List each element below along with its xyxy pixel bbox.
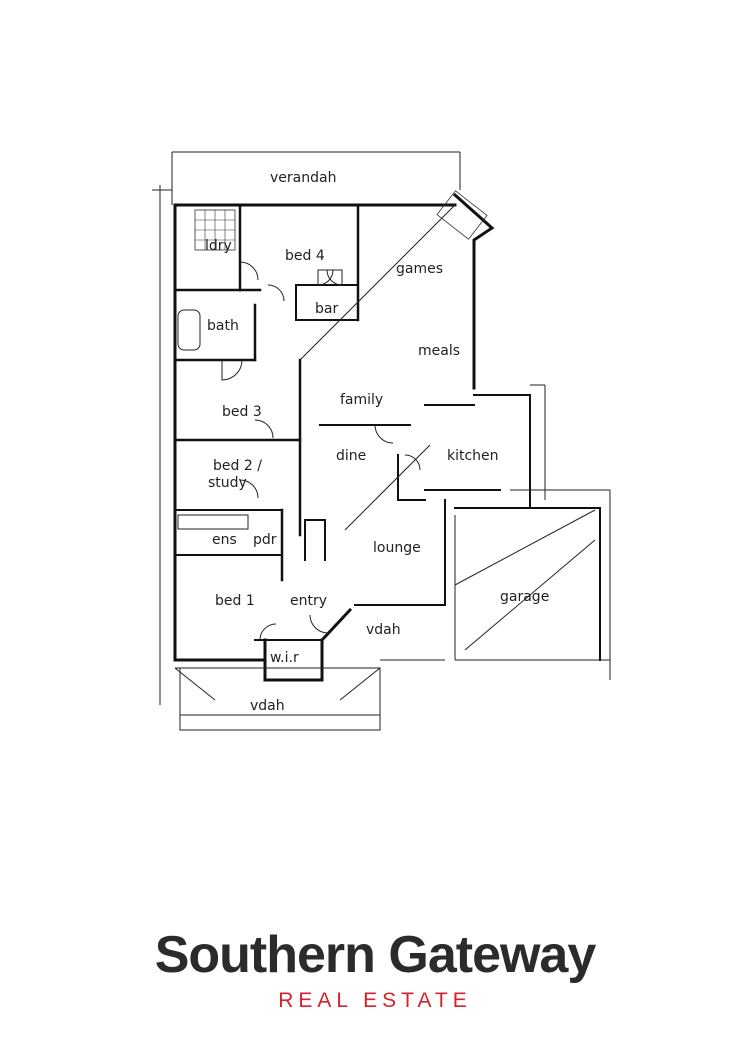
label-vdah-front: vdah	[250, 698, 285, 714]
label-study: study	[208, 475, 247, 491]
label-lounge: lounge	[373, 540, 421, 556]
door-swings	[221, 261, 421, 641]
label-family: family	[340, 392, 383, 408]
label-vdah-side: vdah	[366, 622, 401, 638]
brand-name-part2: ateway	[427, 926, 596, 984]
label-dine: dine	[336, 448, 366, 464]
label-garage: garage	[500, 589, 549, 605]
exterior-walls	[173, 192, 531, 682]
label-bath: bath	[207, 318, 239, 334]
label-bed1: bed 1	[215, 593, 255, 609]
verandah-outline	[152, 151, 461, 705]
garage-outline	[454, 384, 611, 680]
front-verandah-outline	[174, 659, 445, 731]
brand-tagline: REAL ESTATE	[278, 989, 472, 1012]
wet-area-tiles	[177, 190, 488, 530]
room-labels: verandah ldry bed 4 games bar bath meals…	[205, 170, 549, 714]
label-games: games	[396, 261, 443, 277]
label-bar: bar	[315, 301, 338, 317]
label-entry: entry	[290, 593, 327, 609]
ceiling-lines	[299, 204, 596, 651]
label-ldry: ldry	[205, 238, 232, 254]
label-meals: meals	[418, 343, 460, 359]
label-wir: w.i.r	[270, 650, 299, 666]
brand-name: Southern Gateway	[0, 925, 750, 985]
label-kitchen: kitchen	[447, 448, 499, 464]
label-bed4: bed 4	[285, 248, 325, 264]
label-ens: ens	[212, 532, 237, 548]
brand-name-g: G	[388, 926, 428, 984]
label-bed2: bed 2 /	[213, 458, 262, 474]
label-bed3: bed 3	[222, 404, 262, 420]
label-verandah: verandah	[270, 170, 336, 186]
brand-name-part1: Southern	[154, 926, 389, 984]
floor-plan: verandah ldry bed 4 games bar bath meals…	[152, 151, 611, 731]
label-pdr: pdr	[253, 532, 277, 548]
brand-logo: Southern Gateway REAL ESTATE	[0, 925, 750, 1013]
